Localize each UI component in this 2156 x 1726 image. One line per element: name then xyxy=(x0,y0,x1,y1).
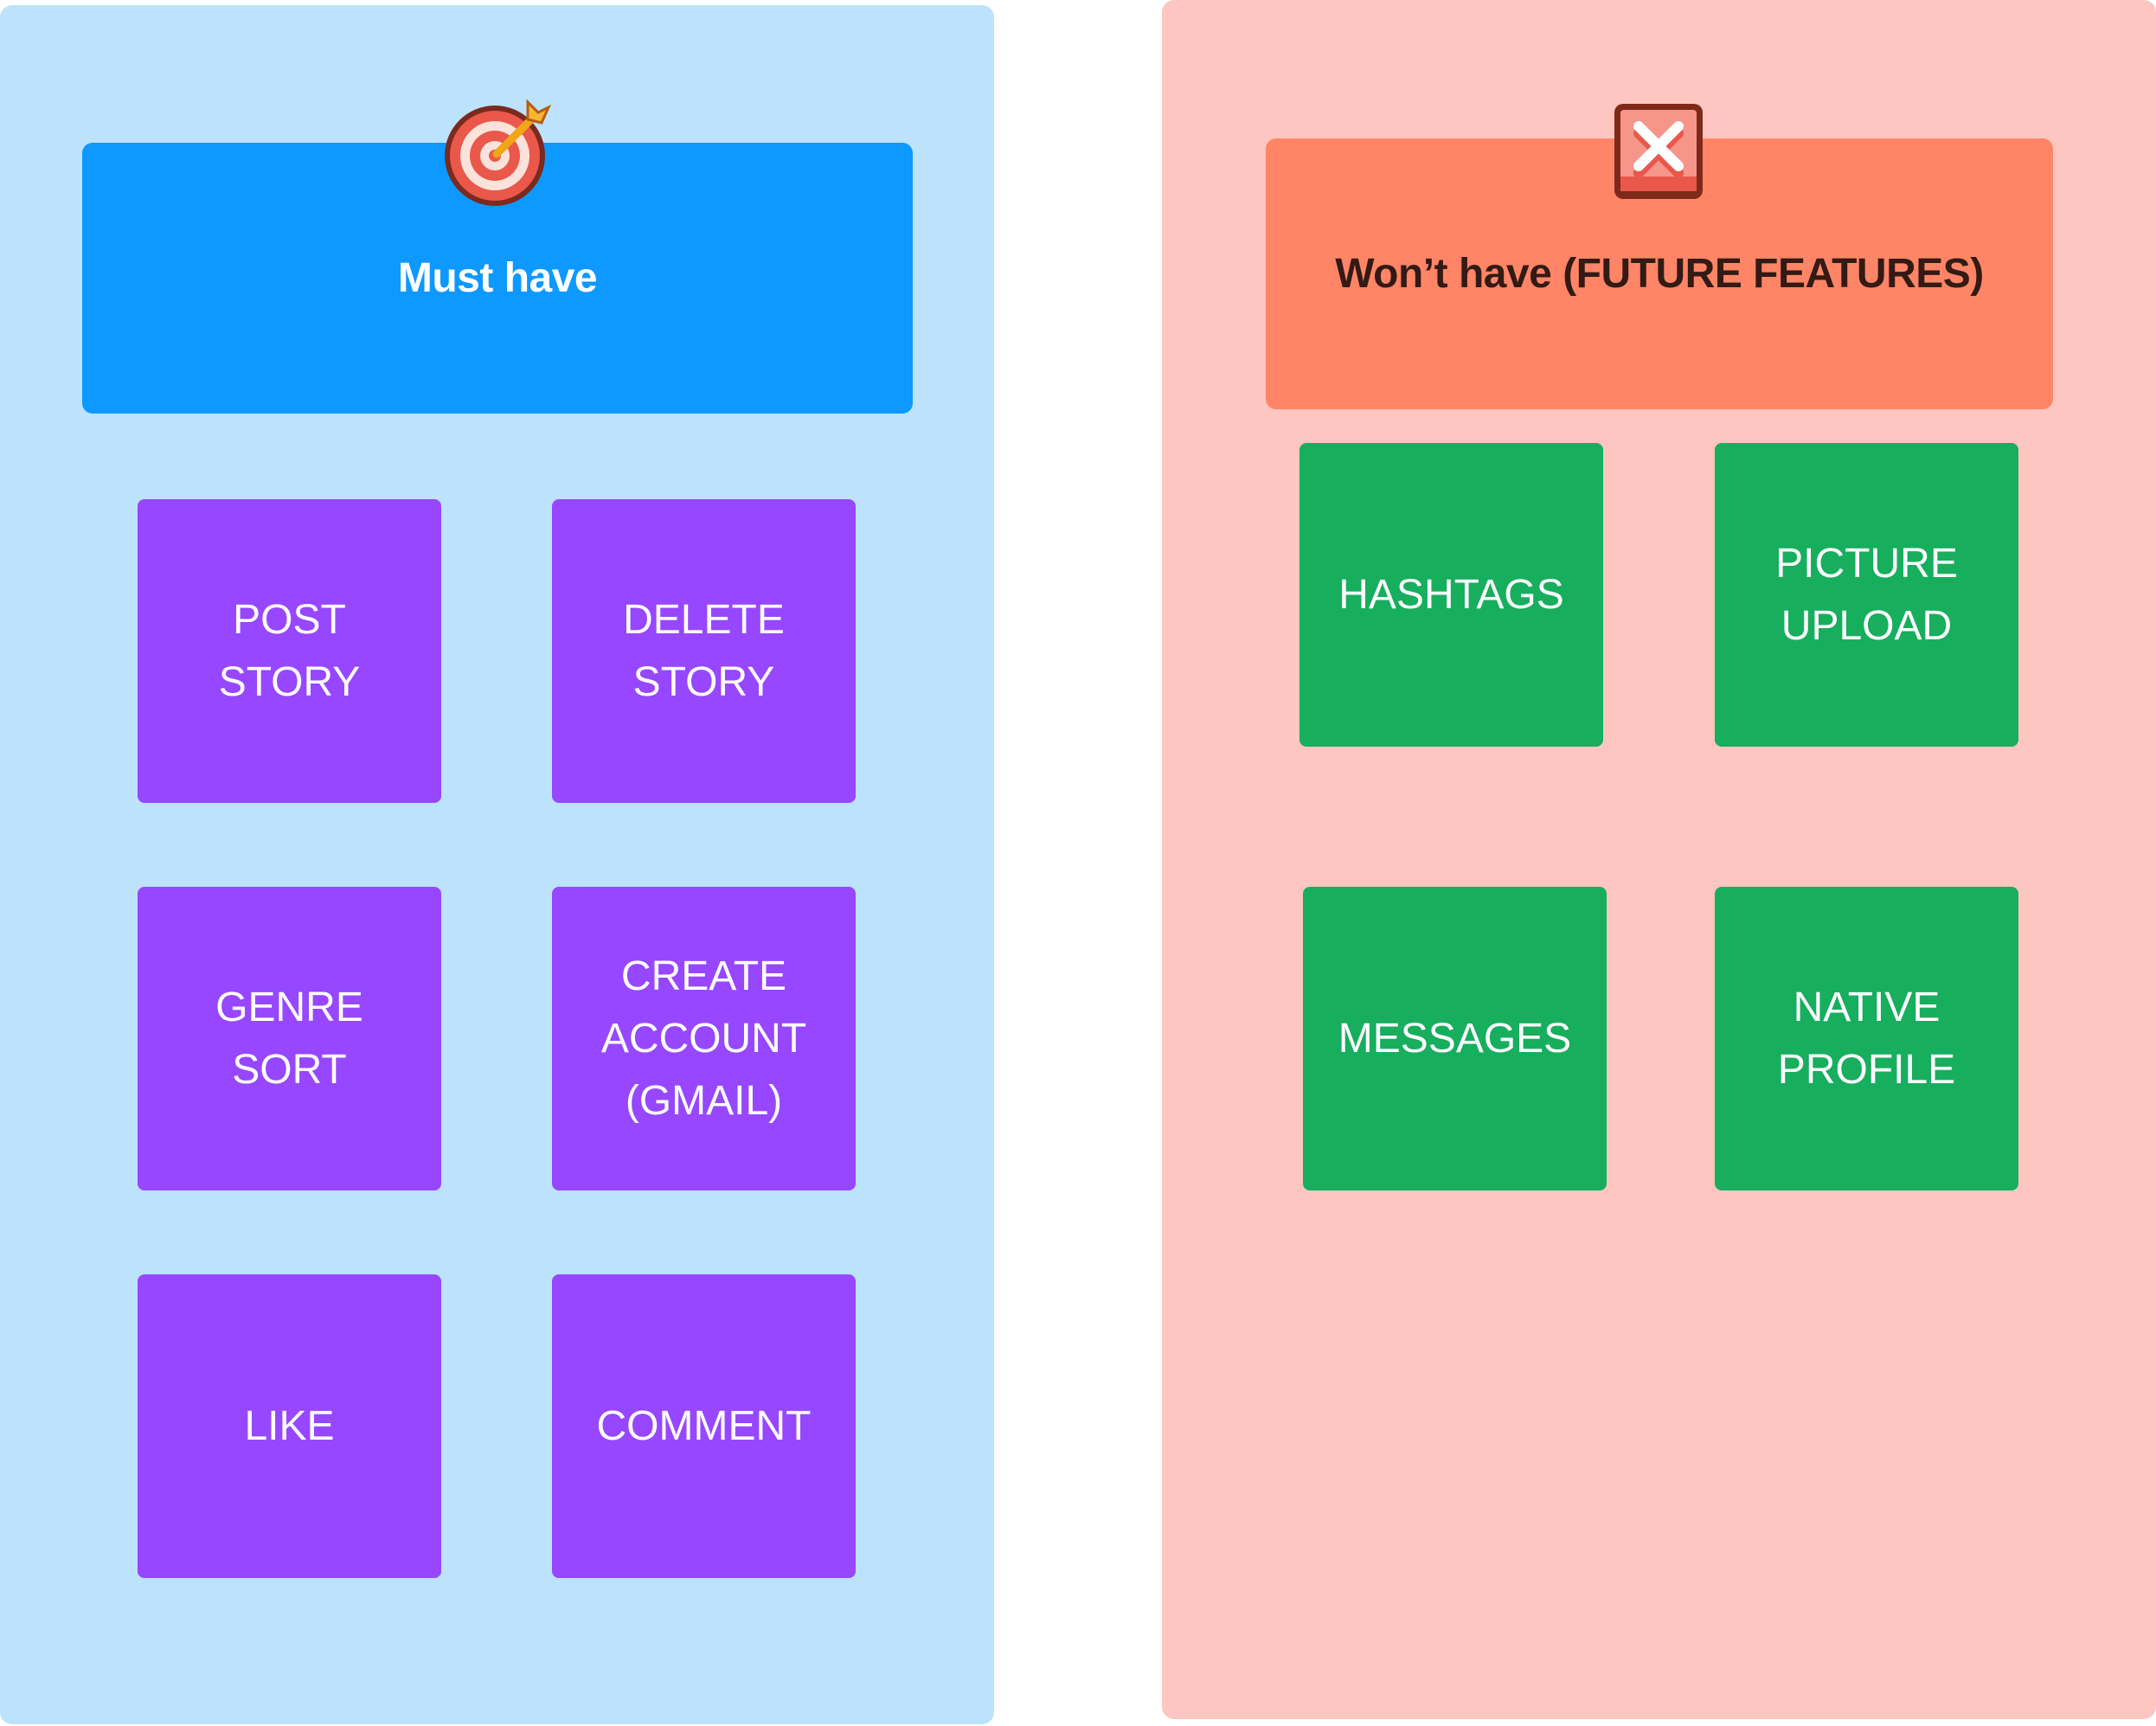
sticky-post-story[interactable]: POST STORY xyxy=(138,499,441,803)
sticky-hashtags[interactable]: HASHTAGS xyxy=(1299,443,1603,747)
sticky-label: GENRE SORT xyxy=(215,984,363,1093)
cross-mark-button-icon xyxy=(1614,104,1703,199)
sticky-label: LIKE xyxy=(244,1402,335,1449)
sticky-picture-upload[interactable]: PICTURE UPLOAD xyxy=(1715,443,2018,747)
sticky-label: POST STORY xyxy=(218,596,361,705)
sticky-label: MESSAGES xyxy=(1338,1015,1572,1062)
sticky-messages[interactable]: MESSAGES xyxy=(1303,887,1607,1190)
sticky-delete-story[interactable]: DELETE STORY xyxy=(552,499,856,803)
sticky-label: CREATE ACCOUNT (GMAIL) xyxy=(600,953,807,1124)
sticky-label: PICTURE UPLOAD xyxy=(1775,540,1958,649)
sticky-label: NATIVE PROFILE xyxy=(1777,984,1956,1093)
bullseye-target-icon xyxy=(445,99,552,206)
must-have-title: Must have xyxy=(397,255,598,301)
sticky-like[interactable]: LIKE xyxy=(138,1274,441,1578)
sticky-comment[interactable]: COMMENT xyxy=(552,1274,856,1578)
sticky-label: HASHTAGS xyxy=(1338,571,1564,618)
sticky-label: COMMENT xyxy=(596,1402,812,1449)
wont-have-title: Won’t have (FUTURE FEATURES) xyxy=(1335,251,1984,297)
sticky-genre-sort[interactable]: GENRE SORT xyxy=(138,887,441,1190)
sticky-create-account[interactable]: CREATE ACCOUNT (GMAIL) xyxy=(552,887,856,1190)
sticky-label: DELETE STORY xyxy=(623,596,785,705)
sticky-native-profile[interactable]: NATIVE PROFILE xyxy=(1715,887,2018,1190)
